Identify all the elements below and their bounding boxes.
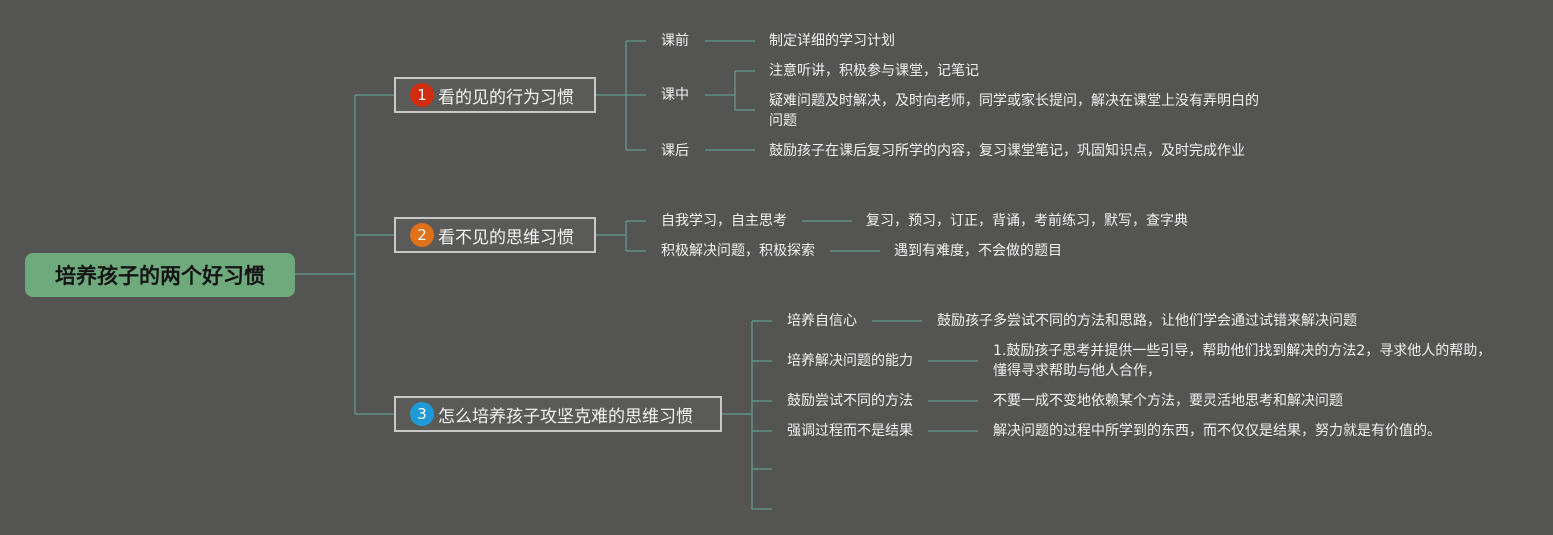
number-badge-2: 2 bbox=[410, 223, 434, 247]
topic-process-over-result[interactable]: 强调过程而不是结果 bbox=[787, 423, 913, 439]
branch-label: 怎么培养孩子攻坚克难的思维习惯 bbox=[438, 406, 693, 427]
detail-flexible-thinking[interactable]: 不要一成不变地依赖某个方法，要灵活地思考和解决问题 bbox=[993, 393, 1343, 409]
topic-problem-solving-ability[interactable]: 培养解决问题的能力 bbox=[787, 353, 913, 369]
root-topic[interactable]: 培养孩子的两个好习惯 bbox=[25, 253, 295, 297]
branch-invisible-thinking-habits[interactable]: 2 看不见的思维习惯 bbox=[394, 217, 596, 253]
topic-after-class[interactable]: 课后 bbox=[661, 143, 689, 159]
detail-trial-and-error[interactable]: 鼓励孩子多尝试不同的方法和思路，让他们学会通过试错来解决问题 bbox=[937, 313, 1357, 329]
topic-self-learning[interactable]: 自我学习，自主思考 bbox=[661, 213, 787, 229]
branch-visible-behavior-habits[interactable]: 1 看的见的行为习惯 bbox=[394, 77, 596, 113]
branch-overcome-difficulties[interactable]: 3 怎么培养孩子攻坚克难的思维习惯 bbox=[394, 396, 722, 432]
topic-before-class[interactable]: 课前 bbox=[661, 33, 689, 49]
topic-confidence[interactable]: 培养自信心 bbox=[787, 313, 857, 329]
detail-guidance-and-help[interactable]: 1.鼓励孩子思考并提供一些引导，帮助他们找到解决的方法2，寻求他人的帮助，懂得寻… bbox=[993, 343, 1492, 379]
topic-try-different-methods[interactable]: 鼓励尝试不同的方法 bbox=[787, 393, 913, 409]
number-badge-3: 3 bbox=[410, 402, 434, 426]
topic-solve-problems[interactable]: 积极解决问题，积极探索 bbox=[661, 243, 815, 259]
detail-difficult-questions[interactable]: 遇到有难度，不会做的题目 bbox=[894, 243, 1062, 259]
detail-effort-valuable[interactable]: 解决问题的过程中所学到的东西，而不仅仅是结果，努力就是有价值的。 bbox=[993, 423, 1441, 439]
detail-study-plan[interactable]: 制定详细的学习计划 bbox=[769, 33, 895, 49]
detail-review-homework[interactable]: 鼓励孩子在课后复习所学的内容，复习课堂笔记，巩固知识点，及时完成作业 bbox=[769, 143, 1245, 159]
topic-during-class[interactable]: 课中 bbox=[661, 87, 689, 103]
detail-review-preview[interactable]: 复习，预习，订正，背诵，考前练习，默写，查字典 bbox=[866, 213, 1188, 229]
number-badge-1: 1 bbox=[410, 83, 434, 107]
branch-label: 看不见的思维习惯 bbox=[438, 227, 574, 248]
detail-ask-questions[interactable]: 疑难问题及时解决，及时向老师，同学或家长提问，解决在课堂上没有弄明白的问题 bbox=[769, 93, 1259, 129]
branch-label: 看的见的行为习惯 bbox=[438, 87, 574, 108]
detail-listen-participate[interactable]: 注意听讲，积极参与课堂，记笔记 bbox=[769, 63, 979, 79]
